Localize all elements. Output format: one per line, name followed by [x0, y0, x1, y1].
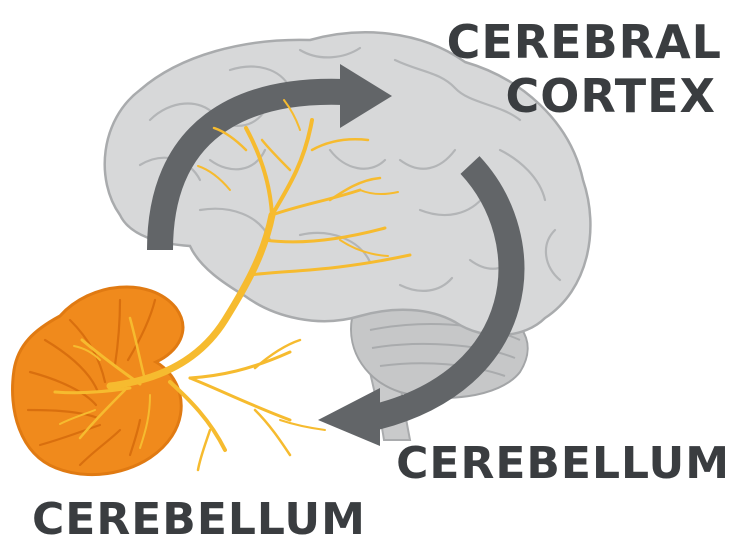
label-cerebral-line2: CORTEX: [506, 69, 716, 123]
label-cerebellum-bottom: CEREBELLUM: [32, 494, 366, 539]
label-cerebral-line1: CEREBRAL: [447, 15, 722, 69]
cerebellum-shape: [13, 287, 183, 475]
label-cerebellum-right: CEREBELLUM: [396, 438, 730, 489]
cerebellum-icon: [13, 287, 183, 475]
